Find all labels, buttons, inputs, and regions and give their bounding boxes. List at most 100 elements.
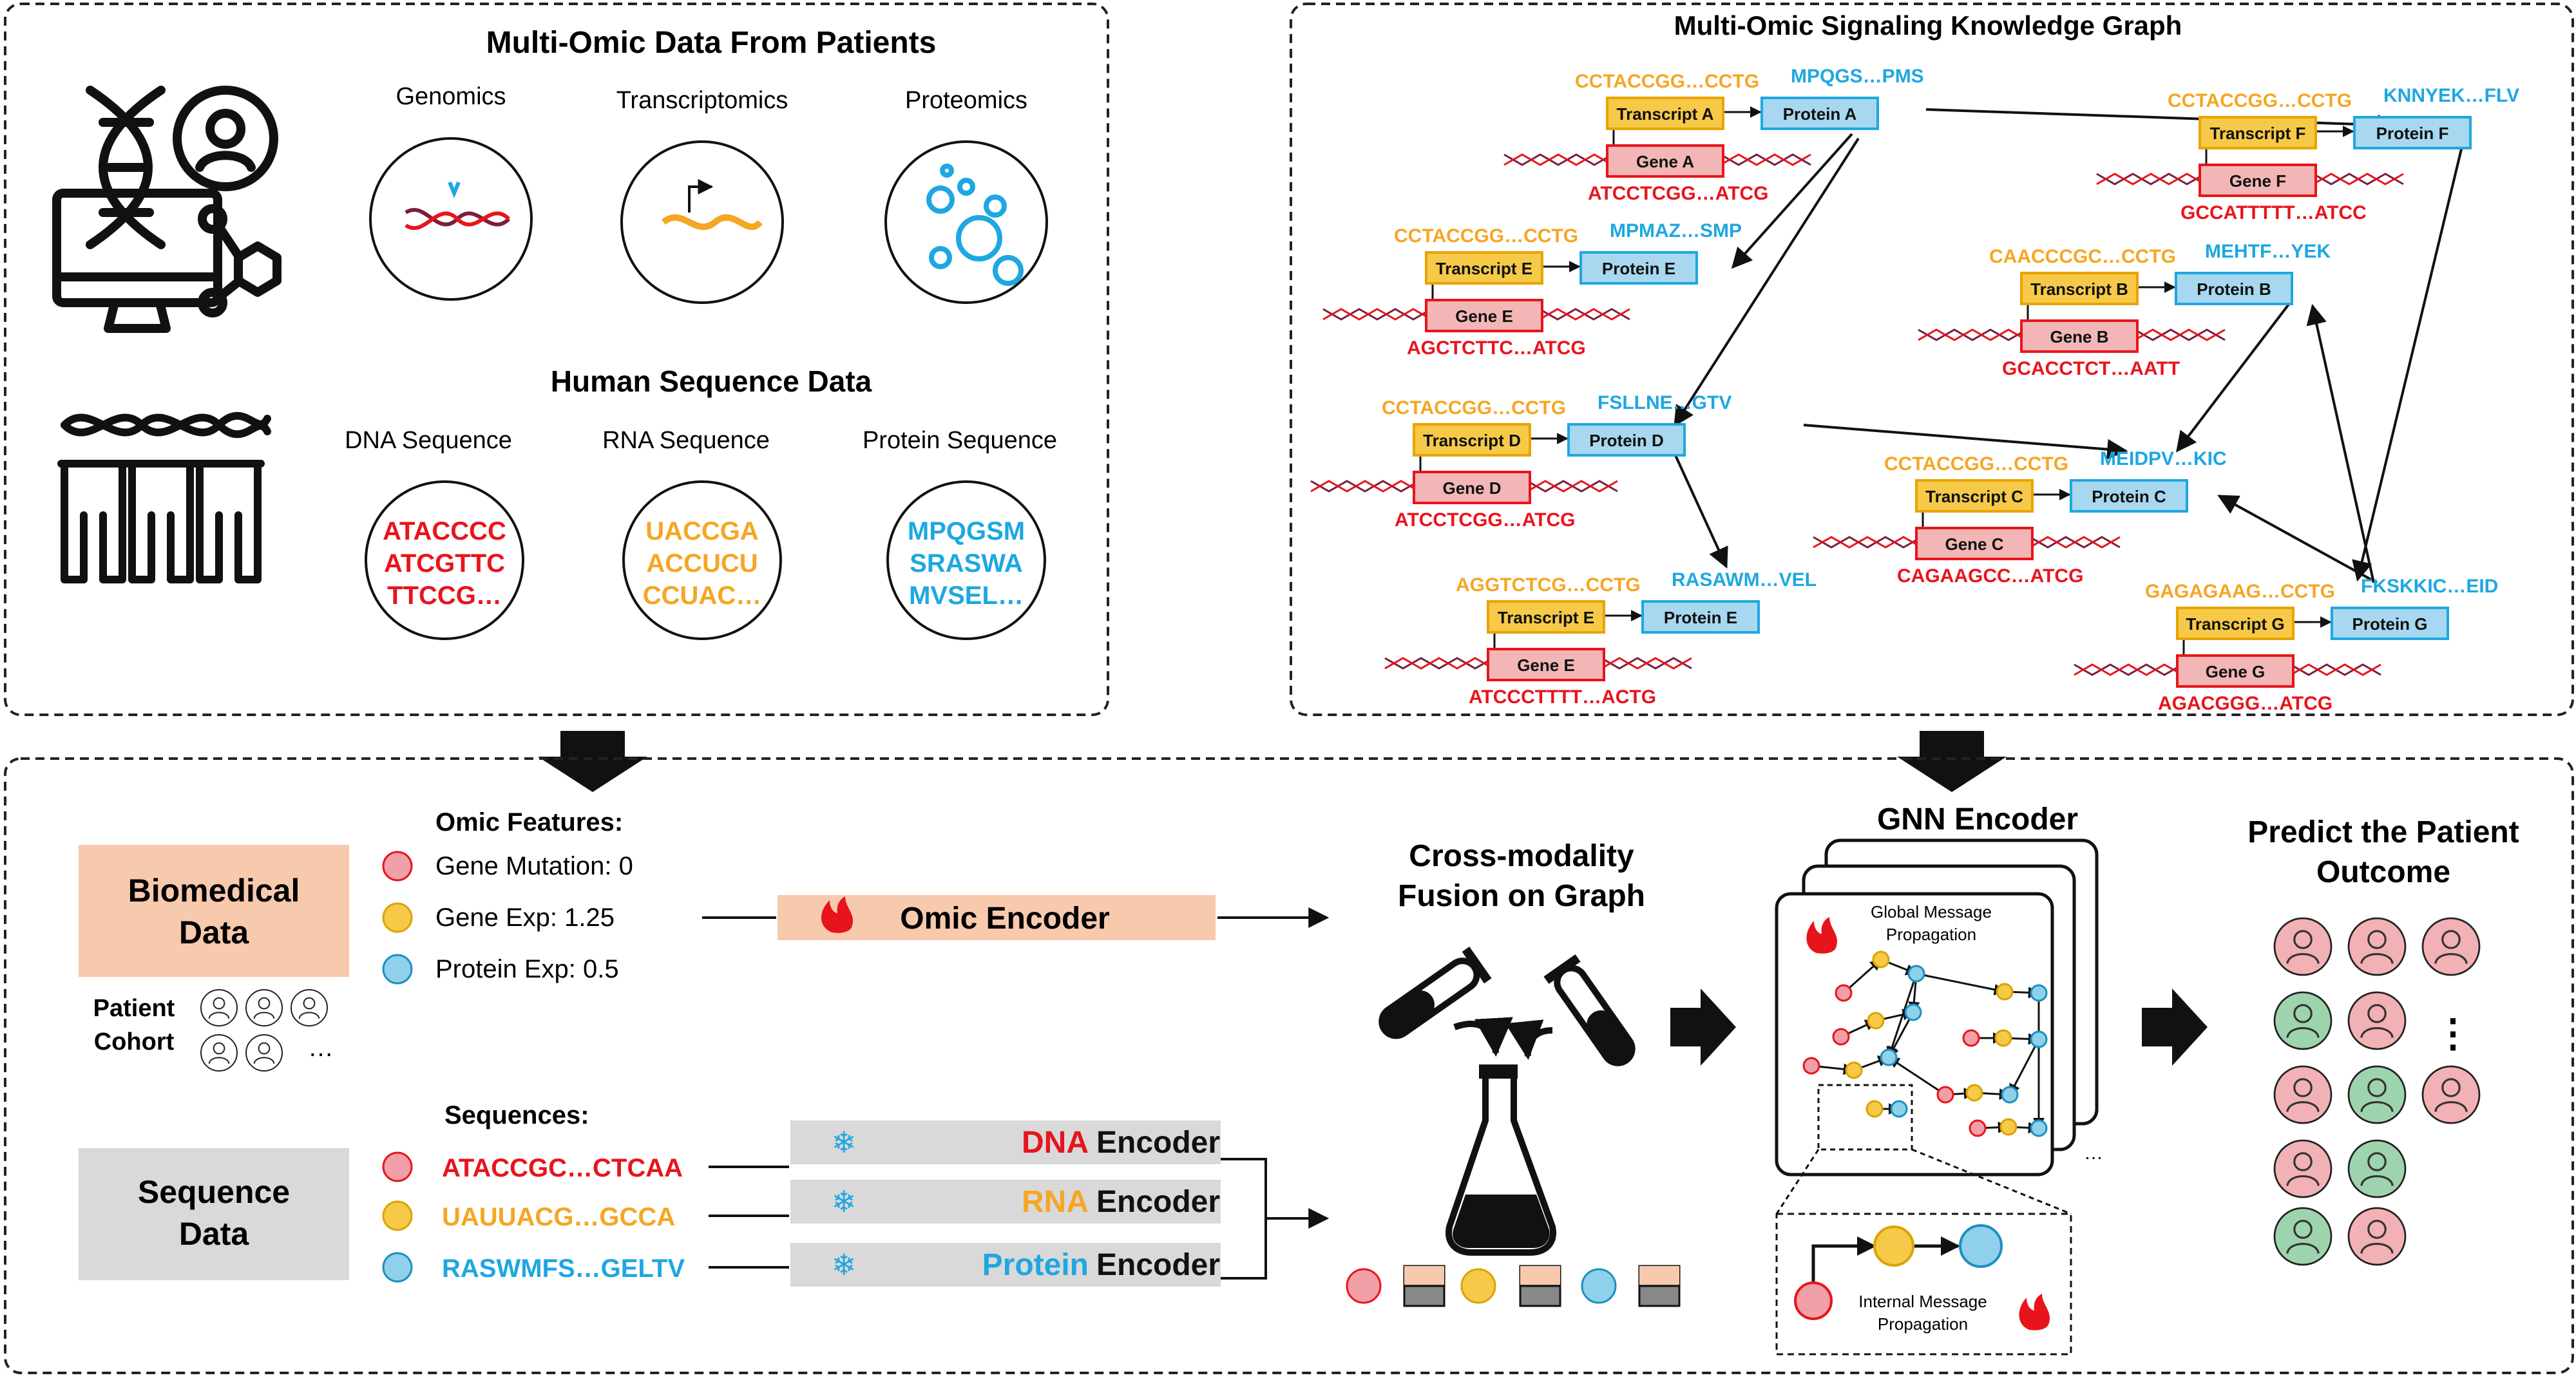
encoder-suffix: Encoder	[1096, 1126, 1220, 1160]
gene-label: Gene G	[2206, 662, 2265, 681]
fusion-to-gnn-arrow	[1670, 988, 1736, 1066]
seq-label-protein: Protein Sequence	[863, 427, 1057, 454]
predict-title-1: Predict the Patient	[2247, 815, 2519, 849]
gene-sequence: GCACCTCT…AATT	[2002, 358, 2180, 379]
patient-avatar-icon	[2421, 1065, 2481, 1124]
gene-box	[1413, 471, 1531, 504]
transcript-label: Transcript E	[1436, 259, 1532, 278]
gene-label: Gene E	[1517, 656, 1575, 675]
transcript-box	[1425, 251, 1543, 285]
patient-avatar-icon	[2273, 991, 2333, 1050]
gene-box	[1606, 144, 1724, 178]
protein-label: Protein A	[1783, 104, 1857, 124]
cohort-ellipsis: …	[308, 1034, 334, 1062]
protein-box	[2353, 116, 2472, 149]
gene-exp-dot	[382, 902, 413, 933]
rna-seq-dot	[382, 1200, 413, 1231]
panel-patients-title: Multi-Omic Data From Patients	[486, 26, 937, 60]
predict-title-2: Outcome	[2316, 855, 2450, 889]
sequence-section-title: Human Sequence Data	[551, 364, 872, 398]
graph-edge	[1925, 108, 2399, 136]
global-msg-1: Global Message	[1871, 902, 1992, 922]
fusion-title-2: Fusion on Graph	[1398, 879, 1645, 913]
gene-label: Gene C	[1945, 534, 2003, 554]
sequence-line: UACCGA	[645, 517, 759, 545]
sequence-label-1: Sequence	[138, 1174, 290, 1210]
patient-avatar-icon	[2273, 1065, 2333, 1124]
patient-avatar-icon	[200, 989, 238, 1026]
gene-box	[2199, 164, 2317, 197]
gnn-graph	[1802, 950, 2048, 1137]
gene-box	[2020, 319, 2139, 353]
gnn-node	[1999, 1118, 2018, 1136]
gene-sequence: AGACGGG…ATCG	[2158, 693, 2333, 714]
protein-sequence: MPQGS…PMS	[1791, 66, 1924, 87]
transcript-box	[1413, 423, 1531, 457]
patient-avatar-icon	[2273, 917, 2333, 976]
gnn-edge	[1886, 973, 1918, 1059]
patient-avatar-icon	[245, 1034, 283, 1072]
sequence-line: ACCUCU	[646, 549, 758, 578]
omic-encoder-flame-icon	[821, 896, 854, 933]
patient-avatar-icon	[2347, 917, 2407, 976]
snowflake-icon: ❄	[832, 1126, 857, 1159]
protein-label: Protein F	[2376, 124, 2449, 143]
gnn-node	[1832, 1028, 1850, 1046]
omic-label-transcriptomics: Transcriptomics	[616, 87, 788, 114]
patient-avatar-icon	[291, 989, 328, 1026]
patient-cohort-icons	[200, 989, 328, 1072]
gnn-node	[1890, 1100, 1908, 1118]
zoom-line-right	[1911, 1148, 2072, 1215]
protein-label: Protein E	[1602, 259, 1675, 278]
protein-box	[2331, 607, 2449, 640]
protein-label: Protein E	[1664, 608, 1737, 627]
rna-seq-circle	[622, 480, 782, 640]
global-msg-2: Propagation	[1886, 925, 1976, 944]
gene-sequence: ATCCTCGG…ATCG	[1588, 183, 1769, 204]
omic-feature-mutation: Gene Mutation: 0	[435, 852, 633, 880]
protein-box	[2175, 272, 2293, 305]
gnn-node	[1965, 1084, 1983, 1102]
patient-avatar-icon	[200, 1034, 238, 1072]
biomedical-label-2: Data	[179, 914, 250, 950]
internal-msg-box	[1775, 1213, 2072, 1356]
transcript-label: Transcript C	[1925, 487, 2023, 506]
panel-pipeline	[4, 757, 2574, 1374]
gnn-edge	[1887, 1056, 1946, 1096]
gnn-node	[2030, 984, 2048, 1002]
snowflake-icon: ❄	[832, 1185, 857, 1218]
graph-edge	[2306, 303, 2375, 583]
gnn-node	[1904, 1003, 1922, 1021]
gnn-edge	[1916, 972, 2006, 996]
seq-label-rna: RNA Sequence	[602, 427, 770, 454]
transcript-sequence: CCTACCGG…CCTG	[1884, 453, 2068, 475]
sequence-line: MVSEL…	[909, 581, 1024, 610]
internal-msg-1: Internal Message	[1858, 1292, 1987, 1311]
gnn-edge	[2008, 1039, 2040, 1096]
gene-sequence: ATCCCTTTT…ACTG	[1469, 686, 1656, 708]
biomedical-label-1: Biomedical	[128, 873, 300, 909]
encoder-suffix: Encoder	[1096, 1248, 1220, 1282]
transcript-label: Transcript G	[2186, 614, 2284, 634]
transcript-box	[2199, 116, 2317, 149]
gene-label: Gene A	[1636, 152, 1694, 171]
transcript-sequence: CCTACCGG…CCTG	[2168, 90, 2352, 111]
panel-graph-title: Multi-Omic Signaling Knowledge Graph	[1674, 10, 2182, 41]
down-arrow-right	[1897, 731, 2007, 792]
protein-box	[1641, 600, 1760, 634]
gnn-layer-1	[1775, 892, 2054, 1177]
graph-edges	[1674, 108, 2465, 584]
protein-seq-lines: MPQGSMSRASWAMVSEL…	[908, 517, 1025, 610]
gene-label: Gene F	[2229, 171, 2286, 191]
